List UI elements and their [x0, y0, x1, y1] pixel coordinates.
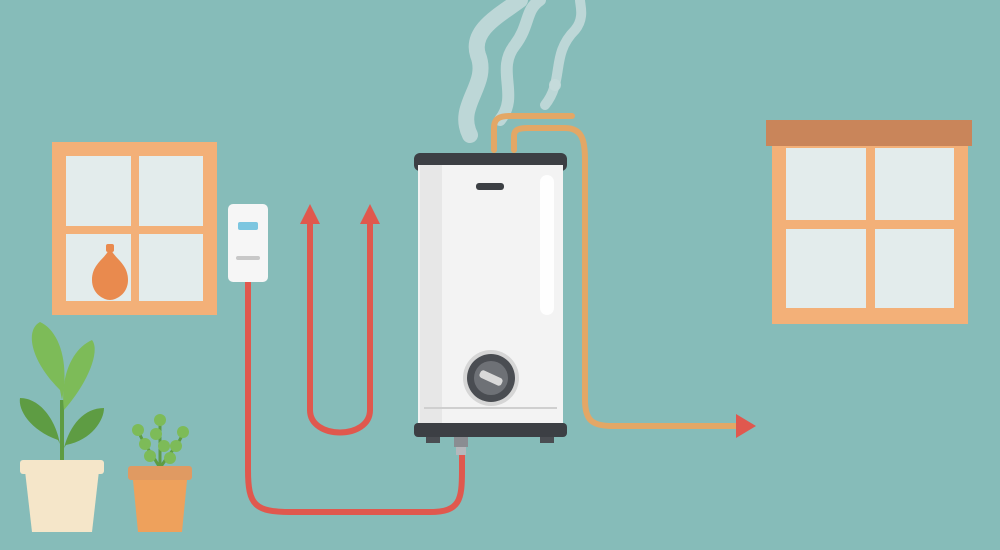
- tall-plant: [19, 322, 104, 532]
- up-arrow-right-icon: [360, 204, 380, 224]
- window-right: [766, 120, 972, 324]
- water-heater: [414, 153, 567, 455]
- copper-outlet-pipe: [491, 113, 756, 438]
- window-left: [52, 142, 217, 315]
- up-arrow-left-icon: [300, 204, 320, 224]
- thermostat-screen: [238, 222, 258, 230]
- right-arrow-icon: [736, 414, 756, 438]
- small-plant: [128, 414, 192, 532]
- hot-water-pipe: [245, 204, 465, 515]
- thermostat: [228, 204, 268, 282]
- vase: [92, 244, 128, 300]
- temperature-dial: [463, 350, 519, 406]
- heater-vent: [476, 183, 504, 190]
- steam: [458, 0, 587, 143]
